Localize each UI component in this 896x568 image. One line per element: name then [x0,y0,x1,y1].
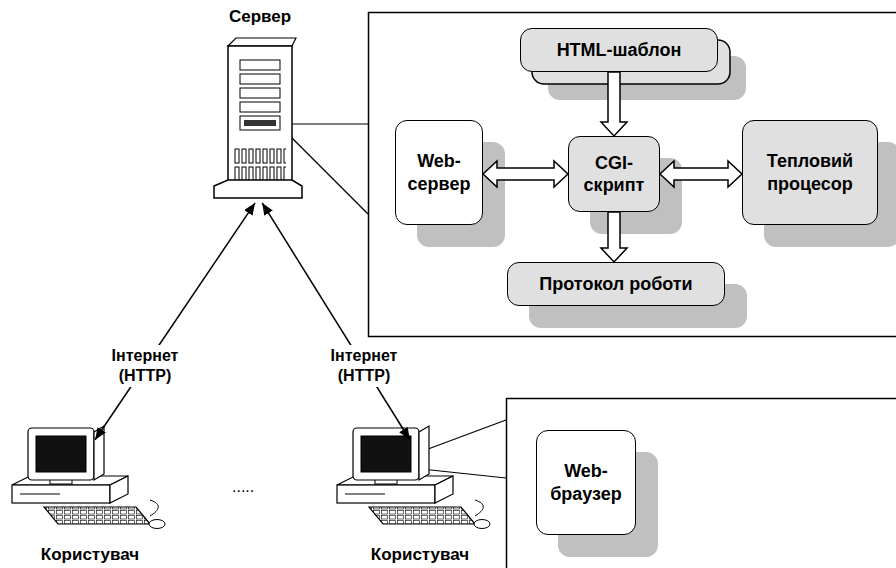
ellipsis-label: ..... [232,478,254,496]
box-label: Тепловий процесор [751,150,869,195]
box-label: Web- сервер [404,150,474,195]
user-node: Користувач [5,415,175,565]
block-arrow [601,72,627,136]
edge-label: Інтернет (HTTP) [96,345,194,387]
block-arrow [660,161,742,187]
box-label: Користувач [39,544,141,565]
server-panel [369,13,896,337]
edge-label: Інтернет (HTTP) [315,345,413,387]
user-node: Користувач [335,415,505,565]
user-computer [337,426,490,529]
process-box: CGI- скрипт [568,136,660,212]
box-label: Web- браузер [545,460,627,505]
block-arrow [601,212,627,262]
block-arrow [483,161,568,187]
process-box: Тепловий процесор [742,120,878,225]
box-label: Протокол роботи [539,273,692,296]
process-box: Web- браузер [536,430,636,535]
box-label: Користувач [369,544,471,565]
process-box: HTML-шаблон [520,28,718,72]
box-label: HTML-шаблон [557,39,682,62]
user-computer [12,426,165,529]
server-tower [214,38,302,198]
process-box: Web- сервер [395,120,483,225]
server-node: Сервер [205,6,315,208]
box-label: CGI- скрипт [577,152,651,197]
network-link [262,203,410,440]
box-label: Сервер [227,6,293,27]
zoom-line [282,128,368,214]
process-box: Протокол роботи [507,262,725,306]
zoom-line [282,123,368,124]
client-panel [507,399,896,568]
network-link [95,203,255,440]
